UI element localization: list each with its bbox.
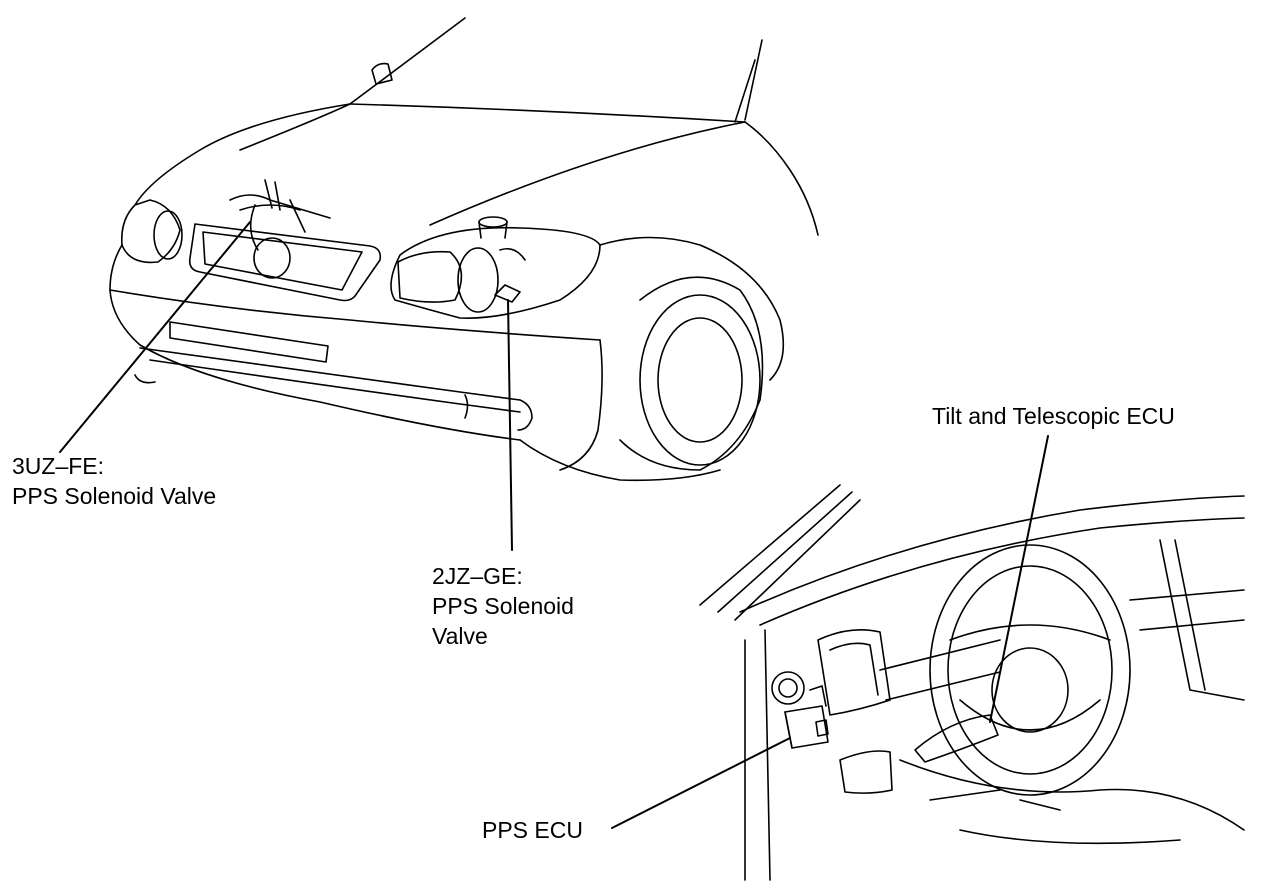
leader-3uz (59, 221, 251, 453)
car-front-illustration (109, 17, 819, 482)
label-pps-ecu: PPS ECU (482, 815, 583, 845)
leader-lines (59, 221, 1049, 829)
label-tilt-telescopic-ecu: Tilt and Telescopic ECU (932, 401, 1175, 431)
leader-pps-ecu (611, 737, 791, 829)
label-3uz-engine: 3UZ–FE: (12, 453, 105, 479)
leader-tilt-ecu (989, 435, 1049, 723)
label-tilt-text: Tilt and Telescopic ECU (932, 403, 1175, 429)
label-2jz-engine: 2JZ–GE: (432, 563, 523, 589)
label-2jz-part-cont: Valve (432, 623, 488, 649)
label-3uz-solenoid: 3UZ–FE: PPS Solenoid Valve (12, 451, 216, 511)
leader-2jz (507, 299, 513, 551)
label-2jz-part: PPS Solenoid (432, 593, 574, 619)
label-pps-ecu-text: PPS ECU (482, 817, 583, 843)
dashboard-illustration (699, 484, 1245, 881)
label-3uz-part: PPS Solenoid Valve (12, 483, 217, 509)
label-2jz-solenoid: 2JZ–GE: PPS Solenoid Valve (432, 561, 574, 651)
